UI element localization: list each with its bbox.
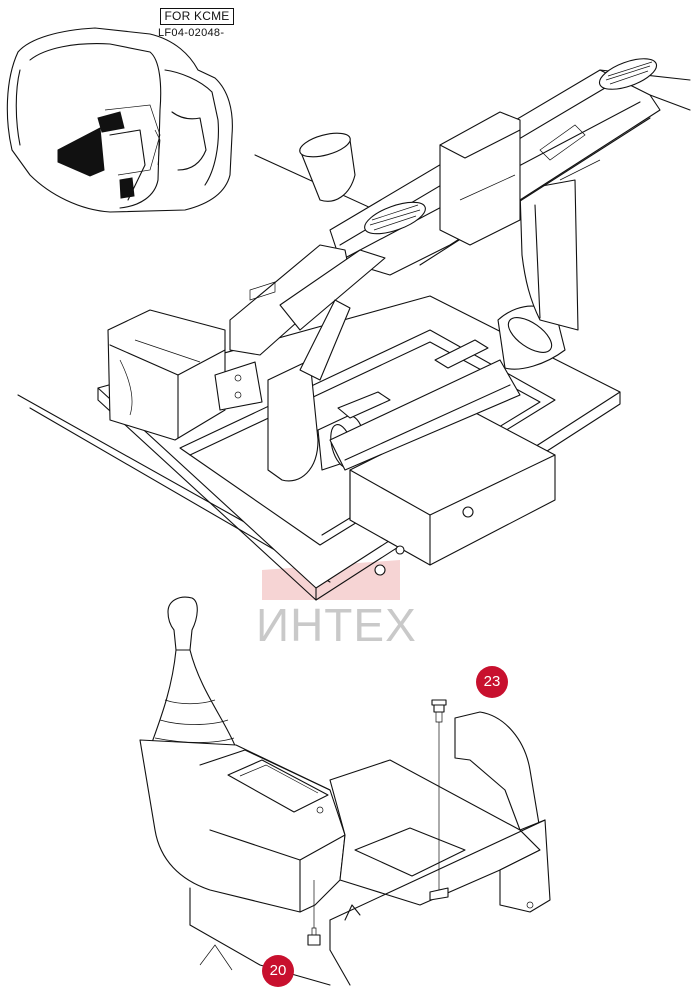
cab-location-inset [6,27,233,213]
upper-duct-assembly [17,58,691,601]
watermark-text: ИНТЕХ [256,599,417,651]
model-label-box: FOR KCME [160,8,234,25]
diagram-reference-code: LF04-02048- [158,27,225,39]
callout-23[interactable]: 23 [476,666,508,698]
joystick-console-assembly [139,596,551,986]
callout-20[interactable]: 20 [262,955,294,987]
